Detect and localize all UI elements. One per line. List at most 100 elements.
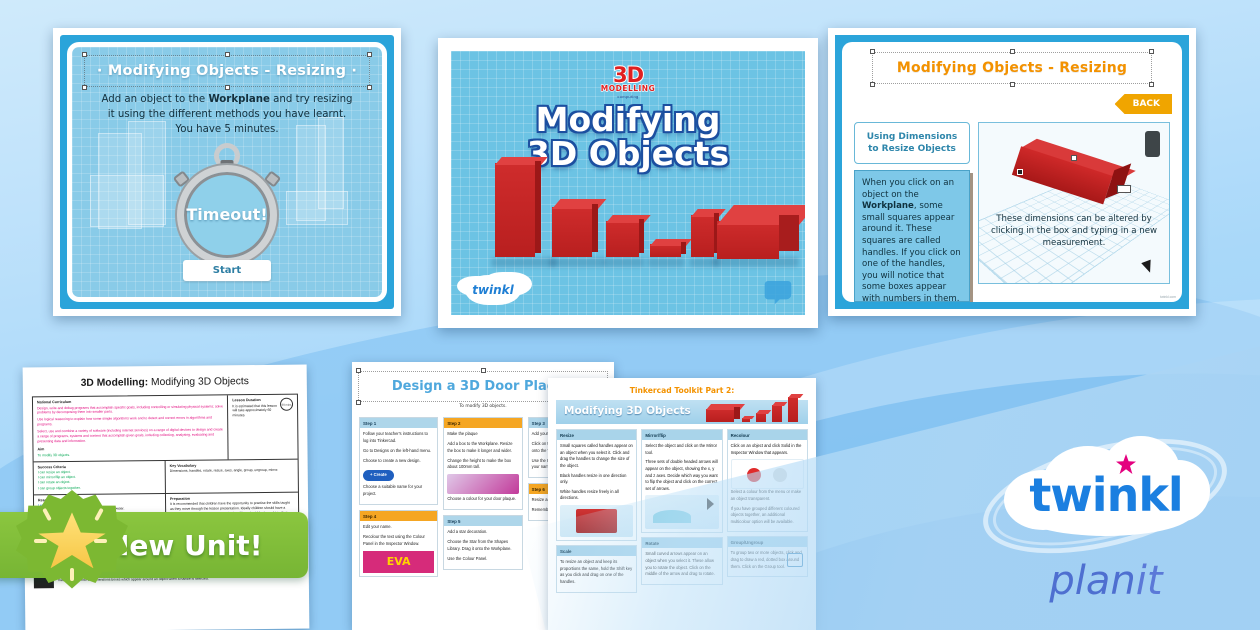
toolkit-card-heading: Scale bbox=[557, 546, 637, 556]
cell-success-criteria: Success Criteria I can resize an object.… bbox=[33, 460, 166, 494]
slide-thumbnail-dimensions[interactable]: Modifying Objects - Resizing BACK Using … bbox=[828, 28, 1196, 316]
resize-handle-icon[interactable] bbox=[481, 368, 486, 373]
resize-handle-icon[interactable] bbox=[1149, 49, 1154, 54]
step-body: Edit your name. Recolour the text using … bbox=[360, 521, 437, 576]
table-row: National Curriculum Design, write and de… bbox=[32, 394, 298, 463]
ghost-shape-group bbox=[72, 99, 382, 269]
slide-thumbnail-timeout[interactable]: · Modifying Objects - Resizing · Add an … bbox=[53, 28, 401, 316]
toolkit-card-heading: Recolour bbox=[727, 430, 807, 440]
toolkit-card-body: To resize an object and keep its proport… bbox=[557, 556, 636, 592]
resize-handle-icon[interactable] bbox=[870, 82, 875, 87]
box-shadow bbox=[491, 258, 557, 267]
toolkit-card-body: Click on an object and click Solid in th… bbox=[728, 440, 807, 531]
resize-handle-icon[interactable] bbox=[1010, 49, 1015, 54]
resize-handle-icon[interactable] bbox=[1071, 155, 1077, 161]
resize-handle-icon[interactable] bbox=[367, 85, 372, 90]
resize-handle-icon[interactable] bbox=[225, 85, 230, 90]
slide-thumbnail-title[interactable]: 3D MODELLING computing Modifying 3D Obje… bbox=[438, 38, 818, 328]
slide-left-border: · Modifying Objects - Resizing · Add an … bbox=[60, 35, 394, 309]
nc-point: Use logical reasoning to explain how som… bbox=[37, 415, 212, 427]
stopwatch-label: Timeout! bbox=[186, 205, 268, 224]
plaque-column: Step 1 Follow your teacher's instruction… bbox=[359, 417, 439, 582]
step-paragraph: Use the Colour Panel. bbox=[447, 555, 488, 561]
group-tool-icon bbox=[786, 553, 803, 568]
toolkit-card: Group/Ungroup To group two or more objec… bbox=[726, 536, 808, 578]
back-button[interactable]: BACK bbox=[1114, 94, 1172, 114]
step-paragraph: Edit your name. bbox=[363, 524, 392, 529]
plaque-column: Step 2 Make the plaque Add a box to the … bbox=[443, 417, 523, 582]
red-cuboid bbox=[552, 199, 607, 257]
step-card: Step 5 Add a star decoration. Choose the… bbox=[443, 515, 523, 570]
resize-handle-icon[interactable] bbox=[356, 400, 361, 405]
twinkl-planit-logo: twinkl planit bbox=[971, 417, 1239, 608]
start-button[interactable]: Start bbox=[183, 260, 271, 281]
name-plaque-preview: EVA bbox=[363, 550, 435, 573]
step-paragraph: Choose a colour for your door plaque. bbox=[447, 496, 517, 502]
slide-right-title-selection[interactable]: Modifying Objects - Resizing bbox=[870, 49, 1154, 87]
slide-left-instruction: Add an object to the Workplane and try r… bbox=[98, 93, 356, 137]
twinkl-badge-icon bbox=[761, 276, 795, 306]
resize-handle-icon[interactable] bbox=[356, 368, 361, 373]
step-card: Step 2 Make the plaque Add a box to the … bbox=[443, 417, 523, 511]
logo-modelling-text: MODELLING bbox=[600, 83, 656, 93]
duration-text: It is estimated that this lesson will ta… bbox=[232, 403, 277, 418]
credit-text: twinkl.com bbox=[1160, 295, 1176, 299]
three-d-modelling-logo: 3D MODELLING computing bbox=[600, 63, 656, 100]
toolkit-paragraph: Three sets of double headed arrows will … bbox=[645, 459, 718, 491]
step-body: Make the plaque Add a box to the Workpla… bbox=[444, 428, 521, 509]
success-heading: Success Criteria bbox=[37, 464, 66, 470]
slide-left-title-selection[interactable]: · Modifying Objects - Resizing · bbox=[82, 52, 372, 90]
step-paragraph: Change the height to make the box about … bbox=[447, 457, 512, 470]
step-paragraph: Follow your teacher's instructions to lo… bbox=[363, 431, 428, 443]
step-heading: Step 5 bbox=[444, 516, 522, 527]
resize-handle-icon[interactable] bbox=[367, 52, 372, 57]
toolkit-card-heading: Mirror/flip bbox=[642, 430, 722, 440]
title-line-1: Modifying bbox=[535, 100, 721, 139]
instruction-keyword: Workplane bbox=[208, 94, 270, 105]
resize-handle-icon[interactable] bbox=[1017, 169, 1023, 175]
cell-national-curriculum: National Curriculum Design, write and de… bbox=[32, 395, 229, 462]
twinkl-logo-small: twinkl bbox=[465, 275, 521, 305]
resize-handle-icon[interactable] bbox=[82, 52, 87, 57]
resize-handle-icon[interactable] bbox=[870, 49, 875, 54]
toolkit-paragraph: Select the object and click on the Mirro… bbox=[645, 443, 718, 455]
slide-center-panel: 3D MODELLING computing Modifying 3D Obje… bbox=[446, 46, 810, 320]
resize-handle-icon[interactable] bbox=[1117, 185, 1131, 193]
mouse-cursor-icon bbox=[1141, 259, 1155, 275]
resize-handle-icon[interactable] bbox=[225, 52, 230, 57]
plaque-subtitle: To modify 3D objects. bbox=[459, 404, 507, 409]
toolkit-paragraph: Small squares called handles appear on a… bbox=[560, 443, 633, 468]
toolkit-paragraph: Click on an object and click Solid in th… bbox=[730, 443, 802, 455]
step-paragraph: Go to Designs on the left-hand menu. bbox=[363, 447, 432, 453]
sparkle-icon bbox=[69, 568, 74, 582]
toolkit-paragraph: White handles resize freely in all direc… bbox=[560, 488, 619, 501]
twinkl-wordmark: twinkl bbox=[1029, 468, 1183, 522]
toolkit-card: Recolour Click on an object and click So… bbox=[726, 429, 808, 533]
instruction-part-1: Add an object to the bbox=[101, 94, 209, 105]
slide-right-title: Modifying Objects - Resizing bbox=[896, 60, 1128, 76]
toolkit-column: Mirror/flip Select the object and click … bbox=[641, 429, 723, 597]
resize-handle-icon[interactable] bbox=[82, 85, 87, 90]
toolkit-paragraph: Small curved arrows appear on an object … bbox=[645, 551, 715, 577]
toolkit-card: Rotate Small curved arrows appear on an … bbox=[641, 537, 723, 585]
resize-handle-icon[interactable] bbox=[1149, 82, 1154, 87]
toolkit-paragraph: Select a colour from the menu or make an… bbox=[730, 489, 802, 501]
sparkle-icon bbox=[94, 539, 108, 544]
slide-center-title: Modifying 3D Objects bbox=[451, 100, 805, 174]
step-paragraph: Recolour the text using the Colour Panel… bbox=[363, 534, 425, 546]
sparkle-icon bbox=[33, 539, 47, 544]
title-line-2: 3D Objects bbox=[526, 134, 730, 174]
mirror-example-image bbox=[645, 495, 719, 530]
resize-handle-icon[interactable] bbox=[1010, 82, 1015, 87]
logo-3d-text: 3D bbox=[612, 63, 645, 87]
document-tinkercad-toolkit[interactable]: Tinkercad Toolkit Part 2: Modifying 3D O… bbox=[548, 378, 816, 630]
step-card: Step 1 Follow your teacher's instruction… bbox=[359, 417, 439, 505]
slide-left-title: · Modifying Objects - Resizing · bbox=[96, 63, 358, 79]
toolkit-card-body: To group two or more objects, click and … bbox=[728, 547, 807, 576]
step-body: Add a star decoration. Choose the Star f… bbox=[444, 526, 521, 569]
create-button[interactable]: + Create bbox=[363, 469, 394, 482]
box-shadow bbox=[549, 258, 605, 267]
planit-wordmark: planit bbox=[976, 558, 1236, 604]
step-heading: Step 2 bbox=[444, 418, 522, 428]
cell-lesson-duration: Lesson Duration It is estimated that thi… bbox=[228, 395, 297, 459]
